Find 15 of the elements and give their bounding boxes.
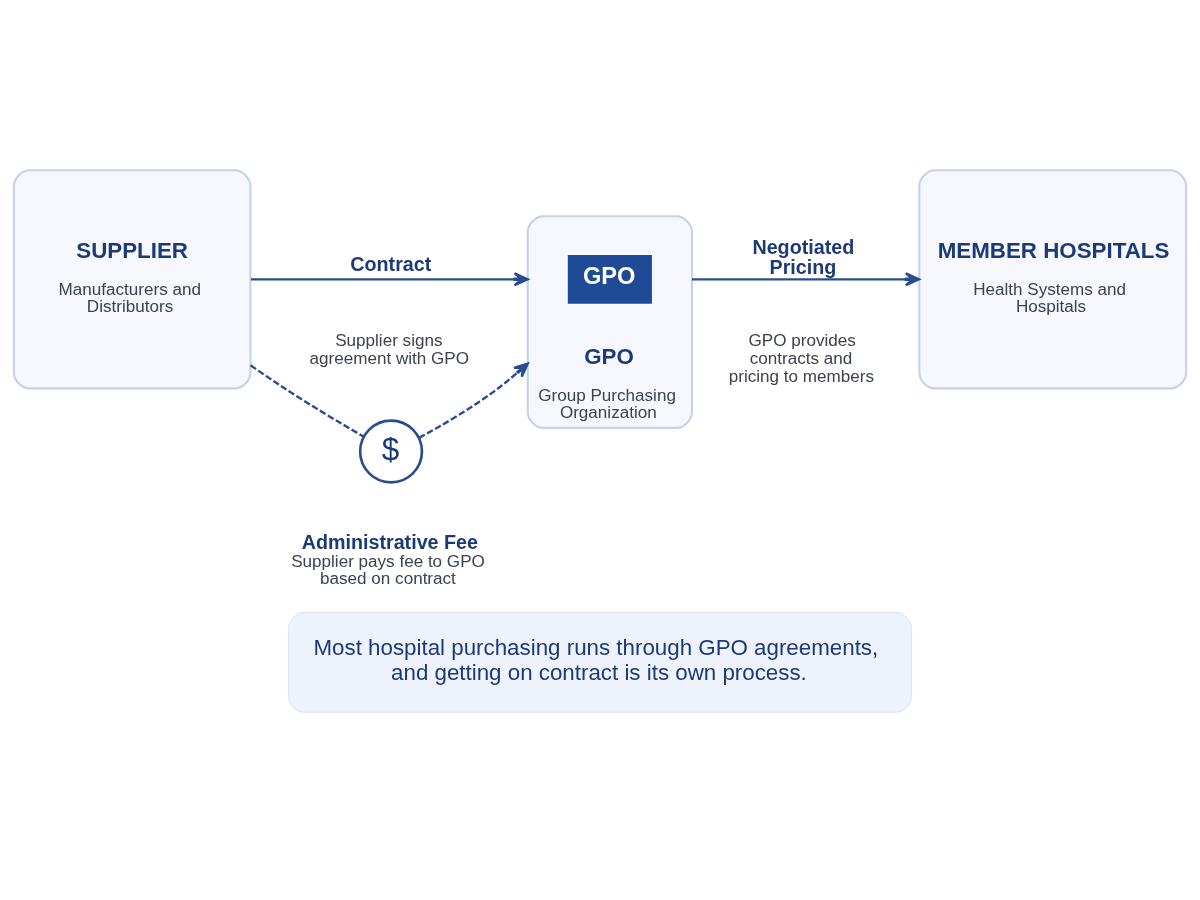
arrow	[250, 271, 529, 286]
node-circle: $	[358, 418, 424, 484]
node-box: GPO	[567, 254, 652, 304]
edge-label: Contract	[350, 252, 432, 275]
node-box: SUPPLIER Manufacturers and Distributors	[12, 168, 252, 389]
node-label: Supplier pays fee to GPO based on contract	[291, 551, 485, 588]
edge-label: Negotiated Pricing	[752, 235, 855, 278]
label: GPO provides contracts and pricing to members	[728, 330, 875, 386]
label: Supplier signs agreement with GPO	[309, 330, 470, 368]
arrow	[418, 361, 529, 439]
node-label: Administrative Fee	[301, 530, 478, 553]
caption: Most hospital purchasing runs through GPO agreements, and getting on contract is its own process.	[313, 634, 879, 685]
node-box: MEMBER HOSPITALS Health Systems and Hospitals	[918, 168, 1188, 389]
connector	[249, 363, 365, 438]
arrow	[692, 271, 921, 286]
